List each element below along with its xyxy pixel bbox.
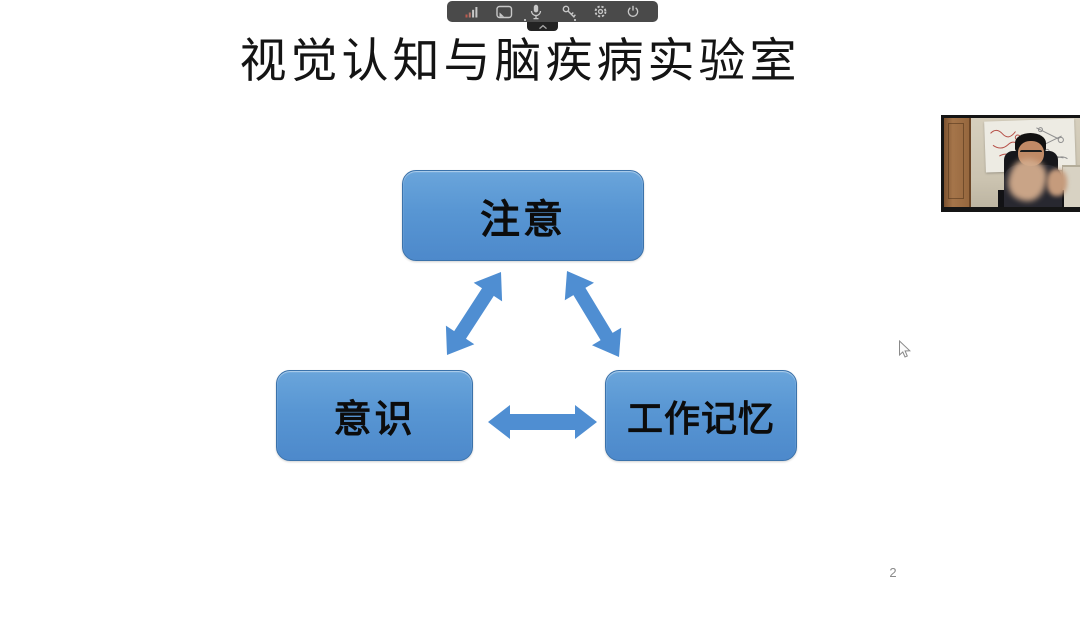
screen-share-button[interactable] <box>494 3 514 21</box>
settings-gear-icon <box>594 5 607 18</box>
microphone-icon <box>531 4 542 19</box>
key-tools-icon <box>562 5 576 18</box>
diagram-node-working-memory: 工作记忆 <box>605 370 797 461</box>
power-icon <box>627 5 639 17</box>
microphone-button[interactable] <box>526 3 546 21</box>
presenter-hand-right <box>1047 169 1067 196</box>
mouse-cursor-pointer <box>898 339 912 365</box>
diagram-node-consciousness: 意识 <box>276 370 473 461</box>
signal-strength-button[interactable] <box>462 3 482 21</box>
key-tools-button[interactable] <box>559 3 579 21</box>
toolbar-collapse-tab[interactable] <box>527 22 558 31</box>
presenter-glasses <box>1020 150 1042 157</box>
screen-share-icon <box>495 5 512 18</box>
slide-title: 视觉认知与脑疾病实验室 <box>239 34 801 89</box>
settings-gear-button[interactable] <box>591 3 611 21</box>
toolbar-indicator-dot <box>574 19 576 21</box>
arrow-attention-working-memory <box>564 271 622 357</box>
slide-page-number: 2 <box>889 565 897 580</box>
power-button[interactable] <box>623 3 643 21</box>
meeting-toolbar <box>447 1 658 22</box>
diagram-node-attention: 注意 <box>402 170 644 261</box>
arrow-consciousness-working-memory <box>488 405 597 439</box>
toolbar-indicator-dot <box>524 19 526 21</box>
presenter-webcam-thumbnail[interactable] <box>941 115 1080 212</box>
webcam-video-frame <box>944 118 1080 207</box>
arrow-attention-consciousness <box>445 272 503 355</box>
signal-strength-icon <box>465 7 477 18</box>
webcam-door <box>944 118 971 207</box>
chevron-up-icon <box>538 24 547 29</box>
